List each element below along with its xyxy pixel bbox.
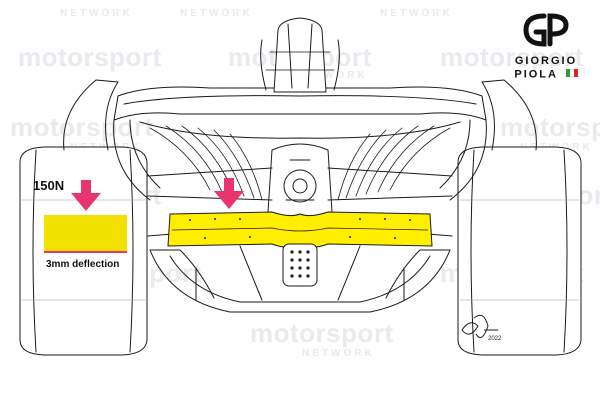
rear-wing bbox=[113, 86, 487, 201]
artist-signature bbox=[461, 314, 498, 339]
logo-line2: PIOLA bbox=[500, 68, 592, 81]
italian-flag-icon bbox=[565, 68, 578, 81]
watermark-network: NETWORK bbox=[302, 348, 375, 359]
watermark: motorsport bbox=[250, 318, 394, 348]
load-arrow-legend bbox=[71, 180, 101, 211]
giorgio-piola-logo: GIORGIO PIOLA bbox=[500, 10, 592, 81]
watermark: motorsport bbox=[18, 42, 162, 72]
gearbox bbox=[267, 143, 333, 218]
deflection-box bbox=[44, 215, 127, 253]
beam-wing-rivets bbox=[189, 218, 411, 239]
engine-cover bbox=[260, 17, 340, 93]
floor bbox=[149, 245, 451, 313]
signature-year: 2022 bbox=[488, 336, 502, 342]
rear-light bbox=[282, 243, 318, 287]
watermark: motorsport bbox=[10, 112, 154, 142]
watermark: motorsport bbox=[440, 42, 584, 72]
diffuser-fins-right bbox=[337, 125, 451, 201]
diffuser-fins-left bbox=[149, 125, 263, 201]
logo-line1: GIORGIO bbox=[514, 55, 578, 67]
watermark-network: NETWORK bbox=[380, 8, 453, 19]
beam-wing-highlight bbox=[167, 211, 433, 249]
watermark-network: NETWORK bbox=[60, 8, 133, 19]
deflection-label: 3mm deflection bbox=[46, 259, 120, 270]
right-rear-tyre bbox=[457, 146, 582, 356]
load-arrow-car bbox=[214, 178, 244, 209]
watermark: motorsport bbox=[500, 112, 600, 142]
load-label: 150N bbox=[33, 178, 65, 193]
watermark-network: NETWORK bbox=[295, 70, 368, 81]
gp-monogram-icon bbox=[523, 13, 569, 47]
watermark-network: NETWORK bbox=[180, 8, 253, 19]
logo-line2-text: PIOLA bbox=[514, 68, 558, 81]
